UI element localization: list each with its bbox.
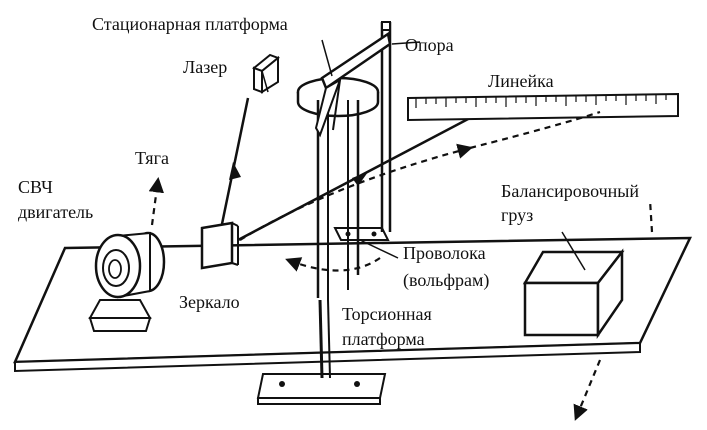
label-torsion-platform-line2: платформа (342, 329, 425, 349)
arrow-motor-up (148, 176, 165, 226)
laser-beams (220, 97, 471, 242)
label-mirror: Зеркало (179, 292, 240, 312)
label-wire-line1: Проволока (403, 243, 486, 263)
label-laser: Лазер (183, 57, 228, 77)
arrow-weight-up (648, 199, 654, 233)
support-base-block (333, 227, 390, 241)
vertical-rods (316, 100, 360, 379)
arc-arrow-platform (239, 143, 473, 241)
label-stationary-platform: Стационарная платформа (92, 14, 288, 34)
leader-lines (321, 39, 586, 271)
torsion-platform-plank (13, 236, 692, 373)
mirror (200, 221, 239, 270)
ruler-ticks (415, 94, 667, 108)
base-stand (256, 373, 387, 405)
label-wire-line2: (вольфрам) (403, 270, 490, 290)
ruler (407, 92, 679, 122)
label-ruler: Линейка (488, 71, 554, 91)
microwave-motor (88, 231, 166, 332)
motion-arrows (148, 110, 654, 421)
balance-weight (522, 248, 625, 340)
arc-arrow-return (469, 110, 601, 150)
arrow-weight-down (573, 359, 602, 421)
support-pole (314, 21, 392, 232)
label-microwave-motor-line2: двигатель (18, 202, 94, 222)
label-microwave-motor-line1: СВЧ (18, 177, 53, 197)
label-support: Опора (405, 35, 454, 55)
label-rod: Тяга (135, 148, 169, 168)
label-balance-weight-line1: Балансировочный (501, 181, 640, 201)
label-torsion-platform-line1: Торсионная (342, 304, 432, 324)
label-balance-weight-line2: груз (501, 205, 534, 225)
laser-box (252, 53, 280, 94)
